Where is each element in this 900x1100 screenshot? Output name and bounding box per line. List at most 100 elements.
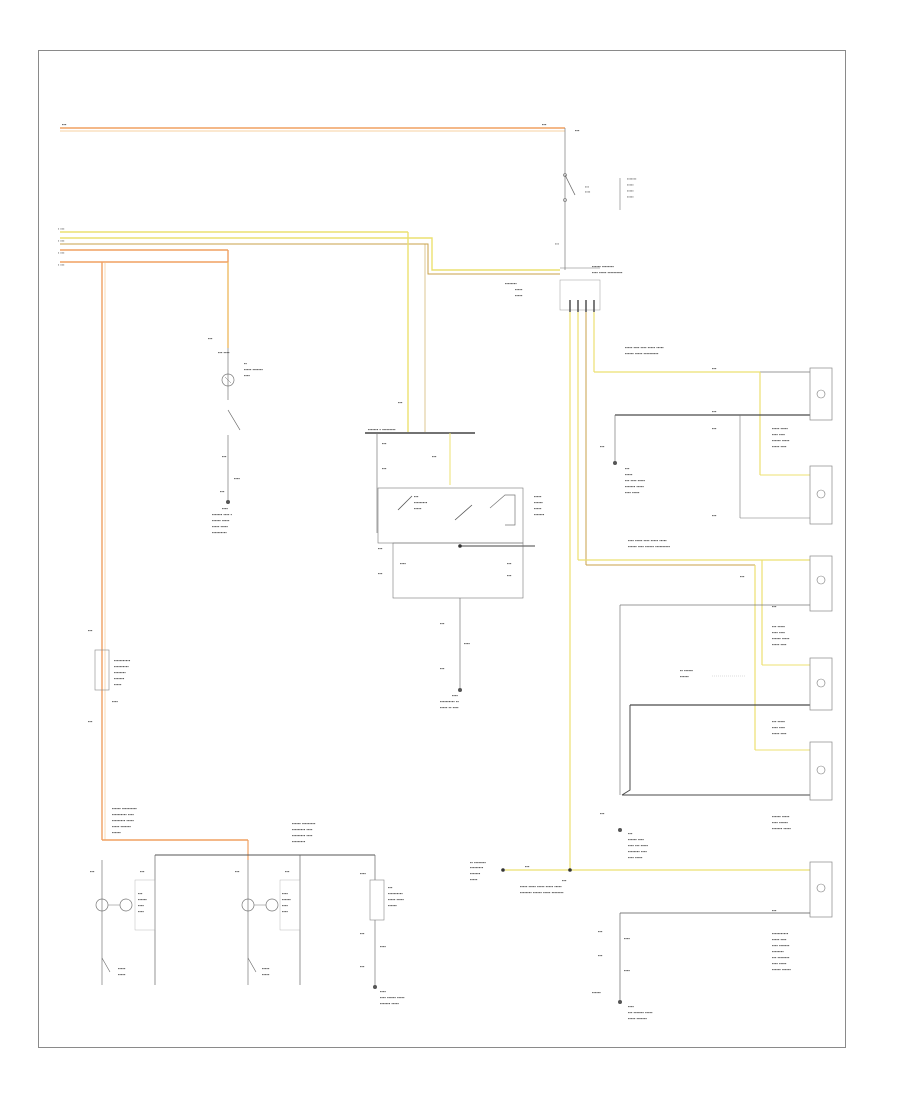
- svg-text:▪▪▪: ▪▪▪: [414, 494, 419, 499]
- svg-text:▪▪▪▪▪ ▪▪▪▪: ▪▪▪▪▪ ▪▪▪▪: [772, 937, 787, 942]
- right-lamp-box-3: [809, 555, 833, 612]
- svg-text:▪▪▪▪▪▪▪: ▪▪▪▪▪▪▪: [470, 871, 481, 876]
- svg-text:▪ ▪▪▪: ▪ ▪▪▪: [58, 239, 65, 243]
- svg-text:▪▪▪▪▪ ▪▪▪▪▪: ▪▪▪▪▪ ▪▪▪▪▪: [772, 426, 789, 431]
- left-bundle-wires: ▪ ▪▪▪ ▪ ▪▪▪ ▪ ▪▪▪ ▪ ▪▪▪: [58, 227, 425, 267]
- svg-text:▪▪▪: ▪▪▪: [585, 185, 590, 189]
- svg-text:▪▪▪▪: ▪▪▪▪: [380, 944, 386, 949]
- svg-text:▪▪▪: ▪▪▪: [740, 574, 745, 579]
- svg-text:▪▪▪: ▪▪▪: [440, 666, 445, 671]
- svg-text:▪▪▪▪▪▪ ▪▪▪▪▪▪▪▪▪▪: ▪▪▪▪▪▪ ▪▪▪▪▪▪▪▪▪▪: [112, 806, 137, 811]
- svg-text:▪▪▪▪: ▪▪▪▪: [222, 506, 228, 511]
- center-switch-block: ▪▪▪ ▪▪▪▪▪▪▪ ▪ ▪▪▪▪▪▪▪▪▪ ▪▪▪ ▪▪▪ ▪▪▪ ▪▪▪ …: [365, 232, 545, 710]
- svg-text:▪▪▪: ▪▪▪: [507, 561, 512, 566]
- svg-text:▪▪▪▪▪▪▪▪▪ ▪▪▪▪: ▪▪▪▪▪▪▪▪▪ ▪▪▪▪: [292, 833, 313, 838]
- svg-text:▪▪▪: ▪▪▪: [600, 444, 605, 449]
- svg-text:▪▪▪▪▪▪▪▪▪▪▪: ▪▪▪▪▪▪▪▪▪▪▪: [772, 931, 789, 936]
- svg-text:▪▪▪: ▪▪▪: [88, 628, 93, 633]
- svg-text:▪▪▪: ▪▪▪: [625, 466, 630, 471]
- svg-text:▪▪▪: ▪▪▪: [382, 441, 387, 446]
- svg-text:▪▪▪▪▪▪ ▪▪▪▪▪: ▪▪▪▪▪▪ ▪▪▪▪▪: [772, 814, 790, 819]
- svg-text:▪▪▪▪▪ ▪▪▪▪▪▪▪: ▪▪▪▪▪ ▪▪▪▪▪▪▪: [112, 824, 131, 829]
- svg-text:▪▪▪▪▪▪: ▪▪▪▪▪▪: [680, 674, 689, 679]
- svg-text:▪▪▪▪: ▪▪▪▪: [112, 699, 118, 704]
- svg-text:▪▪▪▪ ▪▪▪▪▪: ▪▪▪▪ ▪▪▪▪▪: [628, 855, 643, 860]
- svg-text:▪▪▪▪▪▪ ▪▪▪▪ ▪▪▪▪▪▪ ▪▪▪▪▪▪▪▪▪▪: ▪▪▪▪▪▪ ▪▪▪▪ ▪▪▪▪▪▪ ▪▪▪▪▪▪▪▪▪▪: [628, 544, 671, 549]
- svg-text:▪▪▪: ▪▪▪: [525, 864, 530, 869]
- svg-text:▪▪: ▪▪: [244, 361, 247, 366]
- courtesy-lamp-circuit: ▪▪▪ ▪▪▪ ▪▪▪▪ ▪▪ ▪▪▪▪▪ ▪▪▪▪▪▪▪ ▪▪▪▪ ▪▪▪ ▪…: [208, 250, 263, 535]
- svg-text:▪▪▪▪▪▪▪▪▪: ▪▪▪▪▪▪▪▪▪: [292, 839, 306, 844]
- svg-text:▪▪▪▪▪: ▪▪▪▪▪: [262, 966, 270, 971]
- svg-text:▪▪▪ ▪▪▪▪: ▪▪▪ ▪▪▪▪: [218, 350, 230, 355]
- right-rear-door-switch-group: ▪▪▪▪▪ ▪▪▪▪ ▪▪▪▪ ▪▪▪▪▪ ▪▪▪▪▪ ▪▪▪▪▪▪ ▪▪▪▪▪…: [594, 345, 810, 519]
- svg-text:▪▪▪▪: ▪▪▪▪: [452, 693, 458, 698]
- svg-text:▪▪▪▪▪▪ ▪▪▪▪▪ ▪▪▪▪▪▪▪▪▪▪: ▪▪▪▪▪▪ ▪▪▪▪▪ ▪▪▪▪▪▪▪▪▪▪: [625, 351, 659, 356]
- svg-text:▪▪▪: ▪▪▪: [542, 122, 547, 127]
- svg-text:▪▪▪▪▪: ▪▪▪▪▪: [627, 195, 634, 199]
- svg-text:▪▪▪▪▪: ▪▪▪▪▪: [534, 506, 542, 511]
- svg-text:▪▪▪ ▪▪▪▪▪: ▪▪▪ ▪▪▪▪▪: [772, 624, 786, 629]
- svg-text:▪▪▪▪▪▪▪▪▪▪: ▪▪▪▪▪▪▪▪▪▪: [388, 891, 403, 896]
- svg-text:▪▪▪▪ ▪▪▪▪▪▪: ▪▪▪▪ ▪▪▪▪▪▪: [772, 820, 789, 825]
- svg-text:▪▪▪▪ ▪▪▪▪▪: ▪▪▪▪ ▪▪▪▪▪: [772, 961, 787, 966]
- svg-text:▪▪▪: ▪▪▪: [555, 242, 560, 246]
- svg-text:▪▪▪: ▪▪▪: [712, 366, 717, 371]
- svg-text:▪▪▪▪▪▪▪▪: ▪▪▪▪▪▪▪▪: [505, 281, 517, 286]
- bundle-to-connector: ▪▪▪▪▪▪ ▪▪▪▪▪▪▪▪ ▪▪▪▪ ▪▪▪▪▪ ▪▪▪▪▪▪▪▪▪▪ ▪▪…: [425, 237, 623, 298]
- svg-text:▪▪▪▪▪: ▪▪▪▪▪: [414, 506, 422, 511]
- svg-text:▪▪▪▪: ▪▪▪▪: [628, 1004, 634, 1009]
- svg-text:▪▪▪▪ ▪▪▪▪▪ ▪▪▪▪ ▪▪▪▪▪ ▪▪▪▪▪: ▪▪▪▪ ▪▪▪▪▪ ▪▪▪▪ ▪▪▪▪▪ ▪▪▪▪▪: [628, 538, 667, 543]
- svg-text:▪▪▪▪ ▪▪▪▪: ▪▪▪▪ ▪▪▪▪: [772, 432, 786, 437]
- svg-text:▪▪▪▪▪▪▪: ▪▪▪▪▪▪▪: [627, 177, 637, 181]
- svg-text:▪▪▪▪: ▪▪▪▪: [282, 903, 288, 908]
- svg-text:▪▪▪: ▪▪▪: [772, 604, 777, 609]
- svg-text:▪▪▪: ▪▪▪: [378, 571, 383, 576]
- svg-text:▪▪▪: ▪▪▪: [398, 400, 403, 405]
- svg-text:▪▪▪▪▪▪: ▪▪▪▪▪▪: [282, 897, 291, 902]
- svg-text:▪▪▪▪▪ ▪▪ ▪▪▪▪: ▪▪▪▪▪ ▪▪ ▪▪▪▪: [440, 705, 459, 710]
- svg-text:▪▪▪▪▪▪▪ ▪▪▪▪▪: ▪▪▪▪▪▪▪ ▪▪▪▪▪: [772, 826, 791, 831]
- svg-text:▪▪▪▪: ▪▪▪▪: [138, 903, 144, 908]
- svg-text:▪▪▪: ▪▪▪: [598, 953, 603, 958]
- svg-text:▪▪▪▪: ▪▪▪▪: [464, 641, 470, 646]
- svg-text:▪▪▪: ▪▪▪: [360, 964, 365, 969]
- svg-text:▪ ▪▪▪: ▪ ▪▪▪: [58, 251, 65, 255]
- svg-text:▪▪▪: ▪▪▪: [88, 719, 93, 724]
- svg-text:▪▪▪▪▪▪ ▪▪▪▪▪▪: ▪▪▪▪▪▪ ▪▪▪▪▪▪: [772, 967, 791, 972]
- svg-text:▪▪▪▪▪ ▪▪▪▪: ▪▪▪▪▪ ▪▪▪▪: [772, 731, 787, 736]
- svg-text:▪▪▪▪▪▪: ▪▪▪▪▪▪: [534, 500, 543, 505]
- svg-text:▪▪▪▪▪: ▪▪▪▪▪: [118, 966, 126, 971]
- svg-text:▪▪▪▪▪▪▪▪▪ ▪▪▪▪▪: ▪▪▪▪▪▪▪▪▪ ▪▪▪▪▪: [112, 818, 134, 823]
- svg-text:▪▪▪▪▪ ▪▪▪▪ ▪▪▪▪ ▪▪▪▪▪ ▪▪▪▪▪: ▪▪▪▪▪ ▪▪▪▪ ▪▪▪▪ ▪▪▪▪▪ ▪▪▪▪▪: [625, 345, 664, 350]
- svg-text:▪▪▪▪: ▪▪▪▪: [624, 936, 630, 941]
- left-rear-door-switch-group: ▪▪▪▪ ▪▪▪▪▪ ▪▪▪▪ ▪▪▪▪▪ ▪▪▪▪▪ ▪▪▪▪▪▪ ▪▪▪▪ …: [578, 538, 810, 860]
- svg-text:▪▪▪▪▪▪▪▪ ▪▪▪▪▪▪ ▪▪▪▪▪ ▪▪▪▪▪▪▪▪: ▪▪▪▪▪▪▪▪ ▪▪▪▪▪▪ ▪▪▪▪▪ ▪▪▪▪▪▪▪▪: [520, 890, 564, 895]
- svg-text:▪▪▪: ▪▪▪: [772, 908, 777, 913]
- svg-text:▪▪▪▪▪▪▪: ▪▪▪▪▪▪▪: [114, 676, 125, 681]
- svg-text:▪▪▪▪ ▪▪▪▪▪ ▪▪▪▪▪▪▪▪▪▪: ▪▪▪▪ ▪▪▪▪▪ ▪▪▪▪▪▪▪▪▪▪: [592, 270, 623, 275]
- svg-text:▪▪▪▪▪▪▪▪▪▪▪: ▪▪▪▪▪▪▪▪▪▪▪: [114, 658, 131, 663]
- top-feed-wire: ▪▪▪ ▪▪▪ ▪▪▪: [60, 122, 580, 270]
- svg-text:▪▪▪▪▪▪▪▪: ▪▪▪▪▪▪▪▪: [114, 670, 126, 675]
- svg-text:▪▪▪▪: ▪▪▪▪: [138, 909, 144, 914]
- svg-text:▪▪▪▪▪▪ ▪▪▪▪▪: ▪▪▪▪▪▪ ▪▪▪▪▪: [212, 518, 230, 523]
- svg-text:▪▪▪: ▪▪▪: [507, 573, 512, 578]
- svg-text:▪▪▪▪▪: ▪▪▪▪▪: [534, 494, 542, 499]
- svg-text:▪▪▪: ▪▪▪: [712, 426, 717, 431]
- right-lamp-box-4: [809, 657, 833, 711]
- svg-text:▪▪▪▪▪: ▪▪▪▪▪: [627, 189, 634, 193]
- svg-text:▪▪▪: ▪▪▪: [378, 546, 383, 551]
- svg-text:▪▪▪▪ ▪▪▪▪▪▪▪: ▪▪▪▪ ▪▪▪▪▪▪▪: [772, 943, 790, 948]
- svg-text:▪▪▪▪▪: ▪▪▪▪▪: [118, 972, 126, 977]
- svg-text:▪▪▪: ▪▪▪: [432, 454, 437, 459]
- svg-text:▪▪▪: ▪▪▪: [138, 891, 143, 896]
- svg-text:▪▪▪▪▪▪ ▪▪▪▪▪▪▪▪▪: ▪▪▪▪▪▪ ▪▪▪▪▪▪▪▪▪: [292, 821, 316, 826]
- svg-text:▪▪▪▪▪▪▪▪ ▪▪▪▪: ▪▪▪▪▪▪▪▪ ▪▪▪▪: [628, 849, 647, 854]
- svg-text:▪▪▪: ▪▪▪: [360, 931, 365, 936]
- svg-text:▪ ▪▪▪: ▪ ▪▪▪: [58, 227, 65, 231]
- svg-text:▪▪▪▪▪: ▪▪▪▪▪: [627, 183, 634, 187]
- svg-text:▪▪▪▪▪▪▪: ▪▪▪▪▪▪▪: [534, 512, 545, 517]
- svg-text:▪▪▪: ▪▪▪: [562, 878, 567, 883]
